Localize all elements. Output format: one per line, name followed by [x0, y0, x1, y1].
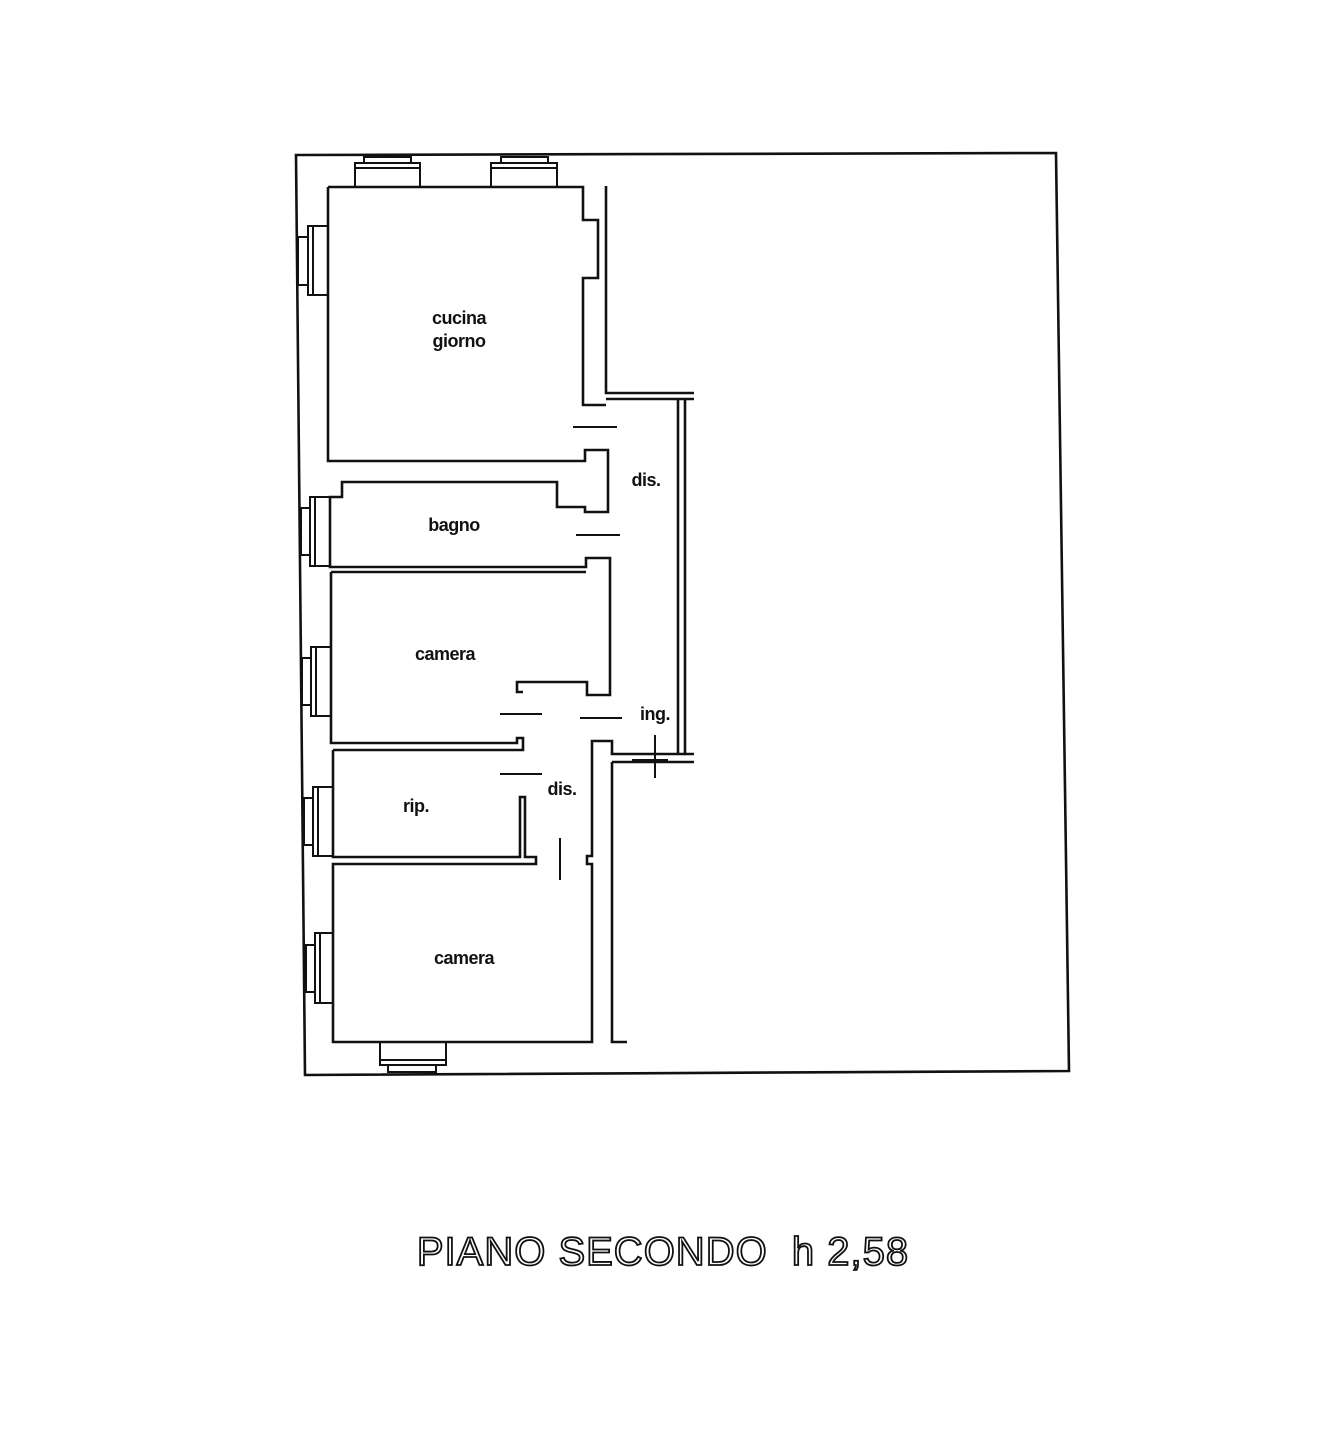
window	[300, 496, 330, 567]
room-label-hall-lower: dis.	[547, 779, 576, 799]
window	[490, 156, 558, 187]
entrance-door	[632, 735, 668, 778]
window	[303, 786, 333, 857]
window	[379, 1042, 447, 1073]
room-label-kitchen-2: giorno	[433, 331, 486, 351]
kitchen-walls	[326, 185, 694, 756]
room-label-hall-upper: dis.	[631, 470, 660, 490]
window	[297, 225, 328, 296]
door-marks	[500, 426, 668, 880]
room-label-storage: rip.	[403, 796, 429, 816]
storage-walls	[331, 739, 694, 1044]
outer-boundary	[294, 151, 1071, 1077]
window	[301, 646, 331, 717]
room-label-kitchen: cucina	[432, 308, 488, 328]
room-label-bathroom: bagno	[428, 515, 480, 535]
room-label-bedroom-1: camera	[415, 644, 477, 664]
window	[305, 932, 333, 1004]
room-label-entrance: ing.	[640, 704, 670, 724]
room-label-bedroom-2: camera	[434, 948, 496, 968]
plan-title: PIANO SECONDO h 2,58	[417, 1230, 909, 1274]
window	[354, 156, 421, 187]
windows	[297, 156, 558, 1073]
bedroom-1-walls	[329, 570, 586, 752]
